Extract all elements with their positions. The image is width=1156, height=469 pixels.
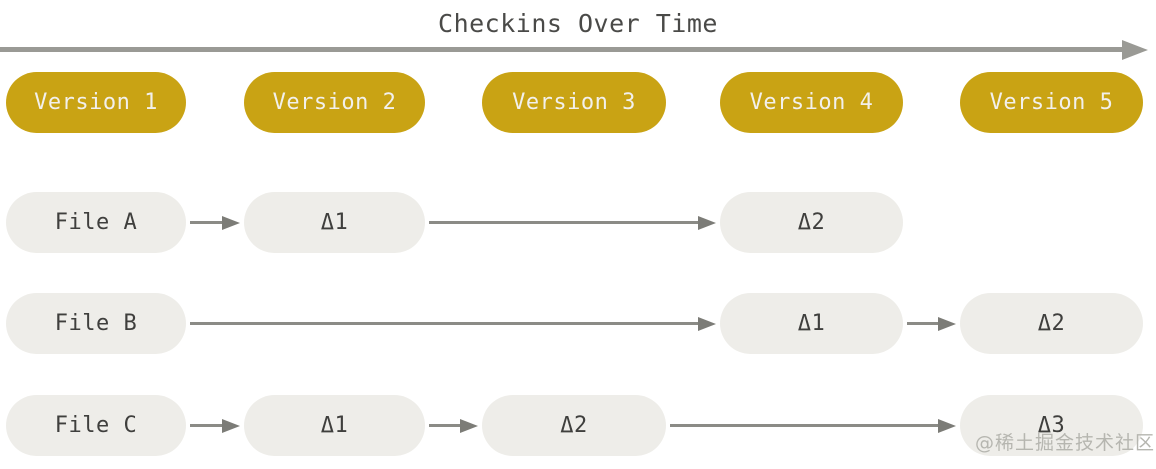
file-b-row-arrow-2 — [907, 317, 956, 331]
arrow-head-icon — [938, 419, 956, 433]
timeline-arrow-icon — [1122, 40, 1148, 60]
timeline-axis-line — [0, 47, 1125, 52]
file-c-row-arrow-2 — [429, 419, 478, 433]
arrow-head-icon — [222, 419, 240, 433]
arrow-shaft — [429, 424, 460, 427]
arrow-head-icon — [222, 216, 240, 230]
version-pill-5[interactable]: Version 5 — [960, 72, 1143, 133]
version-pill-4[interactable]: Version 4 — [720, 72, 903, 133]
arrow-shaft — [190, 221, 222, 224]
file-b-row-node-3[interactable]: Δ2 — [960, 293, 1143, 354]
file-a-row-arrow-1 — [190, 216, 240, 230]
arrow-head-icon — [460, 419, 478, 433]
arrow-shaft — [190, 322, 698, 325]
file-c-row-node-1[interactable]: File C — [6, 395, 186, 456]
diagram-title: Checkins Over Time — [438, 9, 718, 38]
file-c-row-arrow-1 — [190, 419, 240, 433]
file-b-row-node-2[interactable]: Δ1 — [720, 293, 903, 354]
version-pill-1[interactable]: Version 1 — [6, 72, 186, 133]
file-c-row-arrow-3 — [670, 419, 956, 433]
arrow-head-icon — [698, 317, 716, 331]
timeline-axis — [0, 40, 1156, 60]
file-c-row-node-4[interactable]: Δ3 — [960, 395, 1143, 456]
file-c-row-node-3[interactable]: Δ2 — [482, 395, 666, 456]
file-a-row-node-2[interactable]: Δ1 — [244, 192, 425, 253]
arrow-shaft — [429, 221, 698, 224]
file-a-row-node-1[interactable]: File A — [6, 192, 186, 253]
file-a-row-node-3[interactable]: Δ2 — [720, 192, 903, 253]
file-b-row-arrow-1 — [190, 317, 716, 331]
version-pill-2[interactable]: Version 2 — [244, 72, 425, 133]
arrow-head-icon — [938, 317, 956, 331]
watermark-text: @稀土掘金技术社区 — [975, 432, 1156, 454]
file-c-row-node-2[interactable]: Δ1 — [244, 395, 425, 456]
file-a-row-arrow-2 — [429, 216, 716, 230]
arrow-shaft — [670, 424, 938, 427]
arrow-shaft — [907, 322, 938, 325]
arrow-shaft — [190, 424, 222, 427]
arrow-head-icon — [698, 216, 716, 230]
file-b-row-node-1[interactable]: File B — [6, 293, 186, 354]
version-pill-3[interactable]: Version 3 — [482, 72, 666, 133]
